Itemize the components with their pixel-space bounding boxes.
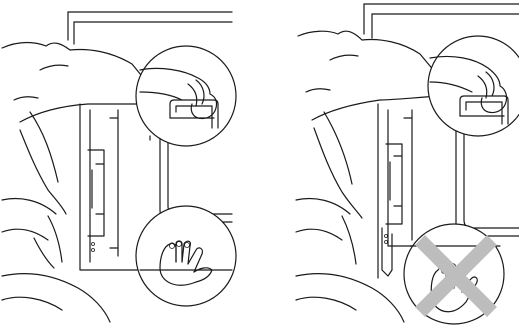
arm-sleeve-left	[2, 43, 150, 323]
panel-correct	[2, 12, 236, 322]
panel-incorrect	[296, 4, 519, 324]
hand-on-door-handle-icon	[136, 46, 236, 146]
hand-on-panel-bottom-icon	[136, 206, 236, 306]
hand-on-door-handle-icon-right	[428, 36, 519, 136]
